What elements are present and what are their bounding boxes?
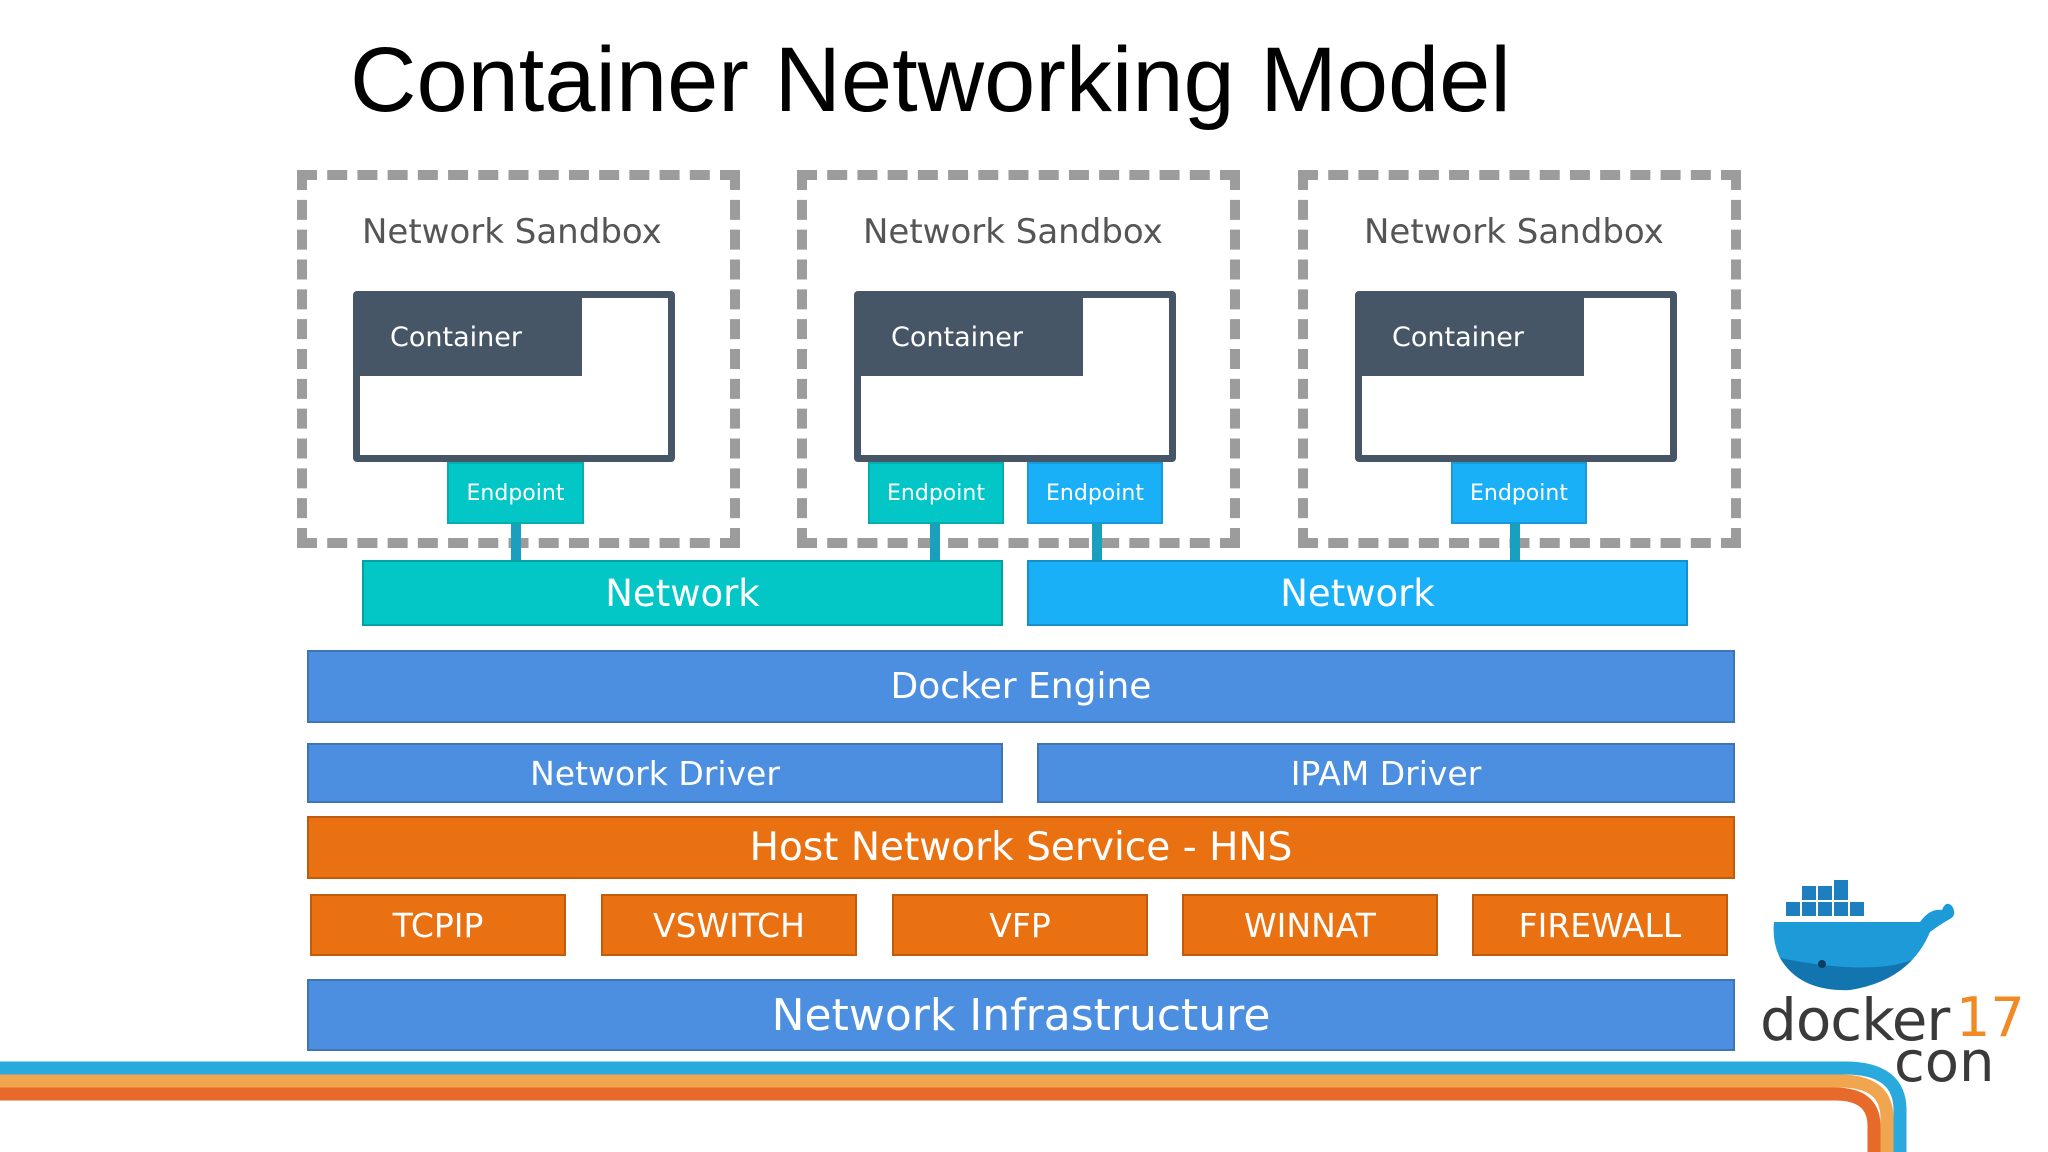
endpoint: Endpoint xyxy=(1027,462,1163,524)
container-label: Container xyxy=(861,298,1083,376)
connector-line xyxy=(511,522,521,562)
network-sandbox-2 xyxy=(797,170,1240,548)
container-label: Container xyxy=(1362,298,1584,376)
logo-version: 17 xyxy=(1956,986,2025,1049)
endpoint: Endpoint xyxy=(868,462,1004,524)
firewall-box: FIREWALL xyxy=(1472,894,1728,956)
connector-line xyxy=(930,522,940,562)
ipam-driver-bar: IPAM Driver xyxy=(1037,743,1735,803)
sandbox-label: Network Sandbox xyxy=(362,212,662,252)
connector-line xyxy=(1510,522,1520,562)
vfp-box: VFP xyxy=(892,894,1148,956)
logo-word-docker: docker xyxy=(1760,986,1950,1054)
dockercon-logo: docker 17 con xyxy=(1760,986,2025,1095)
network-bar-blue: Network xyxy=(1027,560,1688,626)
network-bar-teal: Network xyxy=(362,560,1003,626)
docker-whale-icon xyxy=(1773,880,1955,991)
endpoint: Endpoint xyxy=(1451,462,1587,524)
sandbox-label: Network Sandbox xyxy=(1364,212,1664,252)
sandbox-label: Network Sandbox xyxy=(863,212,1163,252)
page-title: Container Networking Model xyxy=(350,29,1511,131)
vswitch-box: VSWITCH xyxy=(601,894,857,956)
network-driver-bar: Network Driver xyxy=(307,743,1003,803)
endpoint: Endpoint xyxy=(447,462,584,524)
winnat-box: WINNAT xyxy=(1182,894,1438,956)
connector-line xyxy=(1092,522,1102,562)
logo-word-con: con xyxy=(1894,1030,1995,1095)
hns-bar: Host Network Service - HNS xyxy=(307,816,1735,879)
tcpip-box: TCPIP xyxy=(310,894,566,956)
container-label: Container xyxy=(360,298,582,376)
network-infrastructure-bar: Network Infrastructure xyxy=(307,979,1735,1051)
docker-engine-bar: Docker Engine xyxy=(307,650,1735,723)
